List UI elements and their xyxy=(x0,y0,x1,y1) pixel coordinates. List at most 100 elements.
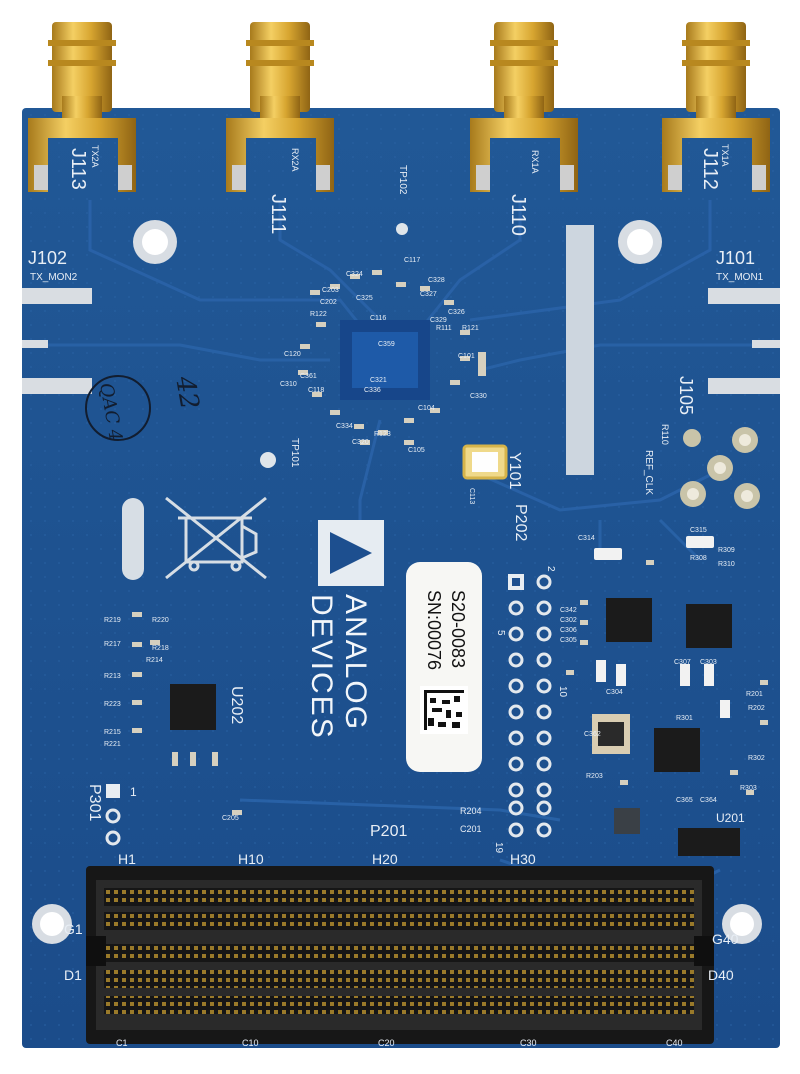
refdes: R123 xyxy=(374,431,391,438)
refdes: C304 xyxy=(606,689,623,696)
mounting-holes xyxy=(32,220,762,944)
label-c30: C30 xyxy=(520,1038,537,1048)
refdes: C321 xyxy=(370,377,387,384)
refdes: R309 xyxy=(718,547,735,554)
refdes: R201 xyxy=(746,691,763,698)
label-c20: C20 xyxy=(378,1038,395,1048)
u202-area xyxy=(132,612,242,815)
logo-devices: DEVICES xyxy=(305,594,338,740)
handwritten-42: 42 xyxy=(169,373,204,412)
label-h20: H20 xyxy=(372,851,398,867)
refdes: R121 xyxy=(462,325,479,332)
refdes: C329 xyxy=(430,317,447,324)
refdes: R223 xyxy=(104,701,121,708)
refdes: C303 xyxy=(700,659,717,666)
refdes: R217 xyxy=(104,641,121,648)
refdes: R221 xyxy=(104,741,121,748)
label-d40: D40 xyxy=(708,967,734,983)
tp101-label: TP101 xyxy=(289,438,300,468)
refdes: R301 xyxy=(676,715,693,722)
datamatrix-code xyxy=(420,686,468,734)
refdes: C315 xyxy=(690,527,707,534)
power-regulators xyxy=(566,536,768,856)
refdes: C324 xyxy=(346,271,363,278)
refdes: C117 xyxy=(404,257,420,264)
refdes: R215 xyxy=(104,729,121,736)
label-h10: H10 xyxy=(238,851,264,867)
refdes: C307 xyxy=(674,659,691,666)
refdes: R220 xyxy=(152,617,169,624)
rf-transceiver-area xyxy=(298,270,486,445)
header-p301 xyxy=(105,784,121,846)
refdes: C310 xyxy=(280,381,297,388)
refdes: R214 xyxy=(146,657,163,664)
refdes: C361 xyxy=(300,373,317,380)
refdes: C326 xyxy=(448,309,465,316)
refdes: R218 xyxy=(152,645,169,652)
sig-rx1a: RX1A xyxy=(530,150,540,174)
ref-u201: U201 xyxy=(716,811,745,825)
refdes: C116 xyxy=(370,315,386,322)
power-refdes: C314 C315 R308 R309 R310 C342 C302 C306 … xyxy=(560,527,765,804)
ref-j113: J113 xyxy=(67,148,89,190)
label-g1: G1 xyxy=(64,921,83,937)
refdes: R303 xyxy=(740,785,757,792)
ref-p201: P201 xyxy=(370,823,407,840)
sig-tx-mon2: TX_MON2 xyxy=(30,272,78,283)
ref-c113: C113 xyxy=(468,488,475,504)
refdes: R122 xyxy=(310,311,327,318)
header-p202: P202 2 5 10 19 xyxy=(493,504,568,854)
ref-r203: C201 xyxy=(460,824,482,834)
refdes: C203 xyxy=(322,287,339,294)
ref-j110: J110 xyxy=(507,194,529,236)
refdes: C359 xyxy=(378,341,395,348)
refdes: C362 xyxy=(584,731,601,738)
ref-p202: P202 xyxy=(512,504,529,541)
label-c1: C1 xyxy=(116,1038,128,1048)
ref-j102: J102 xyxy=(28,248,67,268)
refdes: C336 xyxy=(364,387,381,394)
refdes: R302 xyxy=(748,755,765,762)
pin-2: 2 xyxy=(545,566,556,572)
mezz-row-labels: H1 H10 H20 H30 G1 D1 G40 D40 xyxy=(64,851,739,983)
refdes: C364 xyxy=(700,797,717,804)
refdes: C120 xyxy=(284,351,301,358)
weee-bin-icon xyxy=(165,496,267,580)
model-number: S20-0083 xyxy=(448,590,468,668)
refdes: R310 xyxy=(718,561,735,568)
refclk-pads xyxy=(680,427,760,509)
label-h1: H1 xyxy=(118,851,136,867)
sig-tx2a: TX2A xyxy=(90,145,100,168)
ref-j112: J112 xyxy=(699,148,721,190)
refdes: C334 xyxy=(336,423,353,430)
tp102-label: TP102 xyxy=(397,165,408,195)
label-d1: D1 xyxy=(64,967,82,983)
label-c10: C10 xyxy=(242,1038,259,1048)
refdes: C320 xyxy=(352,439,369,446)
mezzanine-connector xyxy=(86,866,714,1044)
ref-j105: J105 xyxy=(676,376,696,415)
pin-19: 19 xyxy=(493,842,504,854)
ref-j101: J101 xyxy=(716,248,755,268)
refdes: C104 xyxy=(418,405,435,412)
ref-r110: R110 xyxy=(660,424,670,445)
p301-pin-1: 1 xyxy=(130,785,137,799)
refdes: C305 xyxy=(560,637,577,644)
refdes: C314 xyxy=(578,535,595,542)
label-c40: C40 xyxy=(666,1038,683,1048)
ref-u202: U202 xyxy=(228,686,245,724)
serial-number: SN:00076 xyxy=(424,590,444,670)
refdes: C202 xyxy=(320,299,337,306)
sma-connector-j110 xyxy=(470,22,578,192)
sma-connector-j111 xyxy=(226,22,334,192)
sig-rx2a: RX2A xyxy=(290,148,300,172)
sig-tx-mon1: TX_MON1 xyxy=(716,272,764,283)
refdes: C118 xyxy=(308,387,324,394)
refdes: R202 xyxy=(748,705,765,712)
refdes: C302 xyxy=(560,617,577,624)
pin-10: 10 xyxy=(557,686,568,698)
rf-refdes: C117 C328 C324 C327 C203 C202 C325 R122 … xyxy=(280,257,487,454)
refdes: C365 xyxy=(676,797,693,804)
refdes: C105 xyxy=(408,447,425,454)
